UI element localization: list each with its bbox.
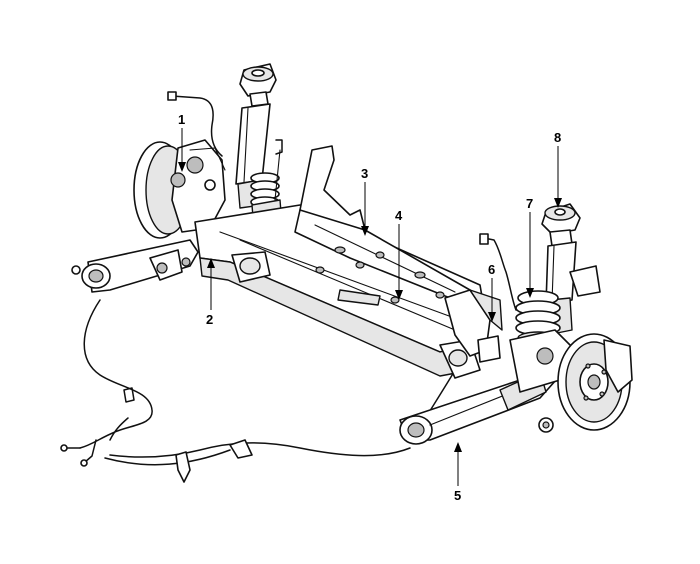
callout-1: 1 bbox=[178, 112, 185, 127]
rear-crossmember bbox=[194, 145, 487, 379]
callout-5: 5 bbox=[454, 488, 461, 503]
left-brake-hose bbox=[167, 91, 283, 201]
right-brake-hose bbox=[479, 233, 517, 311]
callout-labels: 1 2 3 4 5 6 7 8 bbox=[178, 112, 561, 503]
left-coil-spring bbox=[250, 172, 283, 231]
left-lower-arm bbox=[71, 239, 199, 293]
parking-brake-cable bbox=[60, 299, 471, 483]
callout-6: 6 bbox=[488, 262, 495, 277]
right-coil-spring bbox=[515, 290, 561, 345]
right-trailing-bracket bbox=[444, 289, 503, 363]
callout-4: 4 bbox=[395, 208, 403, 223]
callout-3: 3 bbox=[361, 166, 368, 181]
callout-8: 8 bbox=[554, 130, 561, 145]
callout-2: 2 bbox=[206, 312, 213, 327]
callout-leaders bbox=[178, 128, 562, 486]
right-brake-disc bbox=[509, 329, 633, 433]
right-mount-bracket bbox=[569, 265, 601, 297]
left-shock-absorber bbox=[235, 63, 277, 209]
callout-7: 7 bbox=[526, 196, 533, 211]
left-brake-disc bbox=[133, 139, 226, 239]
